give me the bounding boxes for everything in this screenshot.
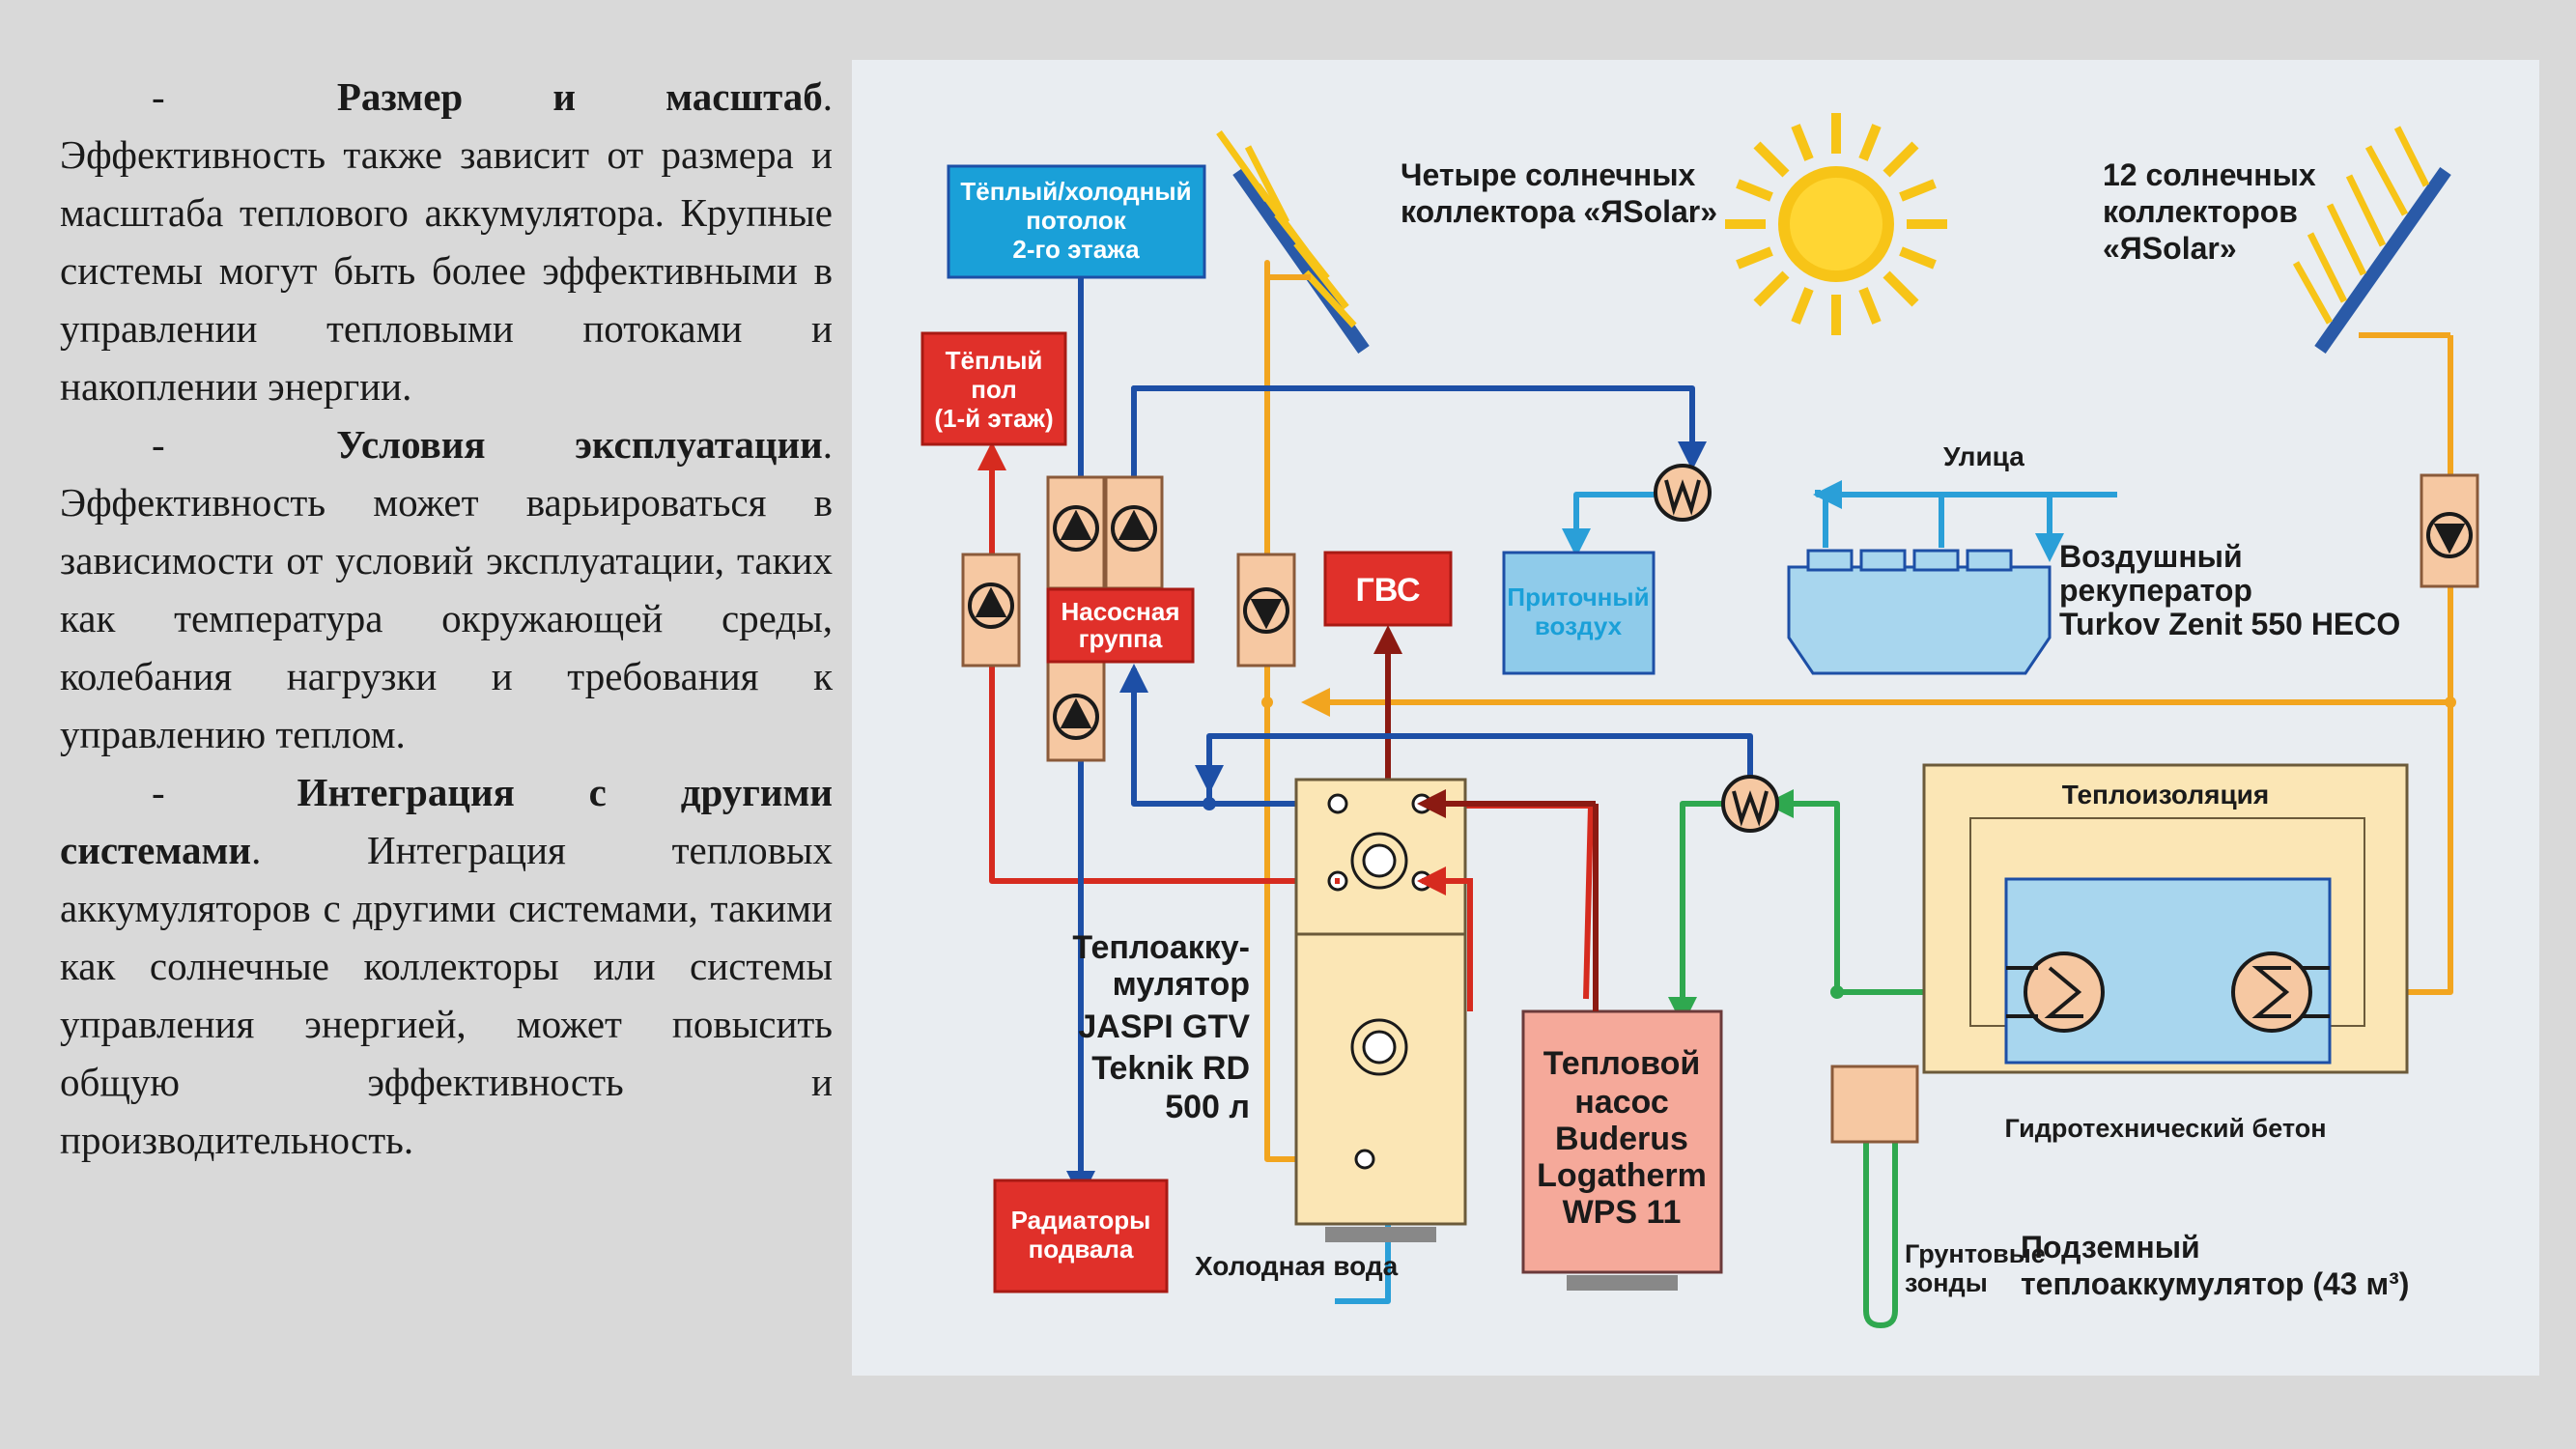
- accumulator-label-5: 500 л: [1165, 1089, 1250, 1125]
- paragraph-integration: - Интеграция с другими системами. Интегр…: [60, 763, 833, 1169]
- gvs-box: [1323, 551, 1453, 627]
- solar-left-label-2: коллектора «ЯSolar»: [1401, 194, 1717, 229]
- heading-integration: Интеграция с другими системами: [60, 770, 833, 872]
- supply-air-label-1: Приточный: [1507, 582, 1649, 611]
- pump-icon: [968, 505, 2473, 740]
- solar-panel-icon: [2292, 126, 2451, 355]
- ground-probes-label-2: зонды: [1905, 1268, 1988, 1297]
- solar-panel-icon: [1216, 129, 1370, 355]
- body-integration: . Интеграция тепловых аккумуляторов с др…: [60, 828, 833, 1162]
- ceiling-label-2: потолок: [1026, 206, 1127, 235]
- heat-pump-label-5: WPS 11: [1563, 1194, 1682, 1231]
- heat-pump-label-4: Logatherm: [1537, 1157, 1707, 1194]
- heading-size-scale: Размер и масштаб: [336, 74, 823, 119]
- solar-left-label-1: Четыре солнечных: [1401, 157, 1696, 192]
- recuperator-label-3: Turkov Zenit 550 HECO: [2059, 607, 2400, 641]
- gvs-label: ГВС: [1355, 572, 1420, 609]
- heat-pump-label-3: Buderus: [1555, 1121, 1688, 1157]
- underground-label-2: теплоаккумулятор (43 м³): [2021, 1266, 2409, 1301]
- radiators-label-1: Радиаторы: [1011, 1206, 1151, 1235]
- radiators-label-2: подвала: [1029, 1235, 1134, 1264]
- heat-exchanger-icon: [1654, 464, 1779, 833]
- solar-right-label-2: коллекторов: [2103, 194, 2298, 229]
- floor-label-3: (1-й этаж): [934, 404, 1053, 433]
- underground-accumulator: [1922, 763, 2409, 1074]
- heating-system-diagram: Тёплый/холодный потолок 2-го этажа Тёплы…: [852, 60, 2539, 1376]
- pump-group-label-2: группа: [1079, 624, 1163, 653]
- solar-right-label-3: «ЯSolar»: [2103, 231, 2237, 266]
- ceiling-label-1: Тёплый/холодный: [960, 177, 1191, 206]
- radiators-box: [993, 1179, 1169, 1293]
- heat-pump-box: [1521, 1009, 1723, 1274]
- bullet-dash: -: [152, 74, 165, 119]
- floor-label-1: Тёплый: [946, 346, 1043, 375]
- heat-pump-label-2: насос: [1574, 1084, 1669, 1121]
- heading-operating-conditions: Условия эксплуатации: [336, 422, 823, 467]
- recuperator-unit: [1787, 549, 2052, 675]
- paragraph-operating-conditions: - Условия эксплуатации. Эффективность мо…: [60, 415, 833, 763]
- street-label: Улица: [1943, 441, 2024, 471]
- underground-label-1: Подземный: [2021, 1230, 2200, 1264]
- cold-water-label: Холодная вода: [1195, 1251, 1399, 1281]
- floor-label-2: пол: [971, 375, 1016, 404]
- bullet-dash: -: [152, 422, 165, 467]
- ground-probe-box: [1830, 1065, 1919, 1144]
- coil-icon: [2006, 952, 2330, 1033]
- supply-air-box: [1502, 551, 1656, 675]
- ceiling-box: [947, 164, 1206, 279]
- accumulator-label-4: Teknik RD: [1091, 1050, 1250, 1087]
- body-size-scale: . Эффективность также зависит от размера…: [60, 74, 834, 409]
- thermal-insulation-label: Теплоизоляция: [2062, 780, 2269, 810]
- solar-right-label-1: 12 солнечных: [2103, 157, 2316, 192]
- recuperator-label-1: Воздушный: [2059, 539, 2243, 574]
- bullet-dash: -: [152, 770, 165, 814]
- heat-pump-label-1: Тепловой: [1543, 1045, 1701, 1082]
- recuperator-label-2: рекуператор: [2059, 573, 2252, 608]
- paragraph-size-scale: - Размер и масштаб. Эффективность также …: [60, 68, 833, 415]
- supply-air-label-2: воздух: [1535, 611, 1623, 640]
- accumulator-tank: [1294, 778, 1467, 1242]
- accumulator-label-1: Теплоакку-: [1072, 929, 1250, 966]
- pump-group-label-1: Насосная: [1061, 597, 1179, 626]
- hydro-concrete-label: Гидротехнический бетон: [2004, 1114, 2326, 1143]
- floor-box: [920, 331, 1067, 446]
- sun-icon: [1725, 113, 1947, 335]
- body-operating-conditions: . Эффективность может варьироваться в за…: [60, 422, 833, 756]
- accumulator-label-3: JASPI GTV: [1078, 1009, 1250, 1045]
- text-panel: - Размер и масштаб. Эффективность также …: [60, 68, 833, 1169]
- ground-probes-label-1: Грунтовые: [1905, 1239, 2046, 1268]
- accumulator-label-2: мулятор: [1113, 966, 1250, 1003]
- ceiling-label-3: 2-го этажа: [1012, 235, 1140, 264]
